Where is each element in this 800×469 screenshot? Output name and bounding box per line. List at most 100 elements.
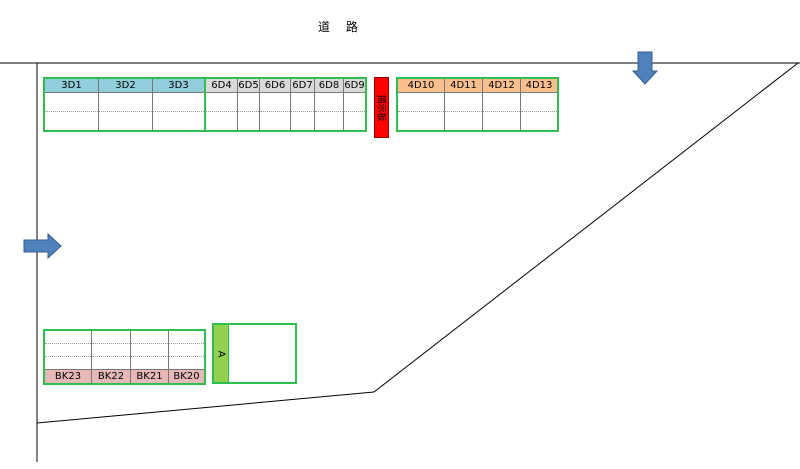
parking-space-label: 6D5: [238, 79, 259, 93]
parking-column: 3D1: [45, 79, 99, 130]
parking-space-cells: [315, 93, 343, 130]
parking-space-cell: [131, 357, 168, 369]
parking-space-label: 6D7: [291, 79, 314, 93]
parking-space-label: BK21: [131, 369, 168, 383]
parking-column: 4D11: [445, 79, 483, 130]
parking-space-label: 3D3: [153, 79, 204, 93]
notice-board-label: 揭示板: [375, 93, 385, 122]
parking-space-cell: [238, 93, 259, 112]
parking-space-cell: [344, 112, 365, 130]
parking-space-cells: [45, 93, 98, 130]
parking-space-cell: [483, 93, 520, 112]
parking-space-cell: [45, 344, 91, 357]
parking-space-cell: [99, 112, 152, 130]
parking-space-cell: [45, 112, 98, 130]
parking-space-cells: [291, 93, 314, 130]
parking-space-cell: [398, 93, 444, 112]
parking-space-cell: [260, 93, 290, 112]
parking-space-cells: [483, 93, 520, 130]
parking-space-cell: [99, 93, 152, 112]
parking-space-cells: [445, 93, 482, 130]
parking-space-label: BK20: [169, 369, 204, 383]
parking-space-cell: [45, 357, 91, 369]
parking-space-cell: [92, 357, 130, 369]
parking-column: BK20: [169, 331, 204, 383]
notice-board: 揭示板: [374, 77, 389, 138]
parking-space-cell: [291, 93, 314, 112]
parking-space-cells: [238, 93, 259, 130]
parking-space-label: 6D4: [206, 79, 237, 93]
parking-column: 3D3: [153, 79, 204, 130]
parking-space-label: BK22: [92, 369, 130, 383]
parking-space-cell: [398, 112, 444, 130]
parking-space-cells: [153, 93, 204, 130]
parking-space-cell: [169, 357, 204, 369]
parking-space-label: 6D9: [344, 79, 365, 93]
parking-column: 6D6: [260, 79, 291, 130]
parking-space-cell: [291, 112, 314, 130]
parking-column: 6D9: [344, 79, 365, 130]
parking-column: 4D13: [521, 79, 557, 130]
parking-column: 4D10: [398, 79, 445, 130]
parking-column: 3D2: [99, 79, 153, 130]
road-label: 道 路: [318, 20, 364, 34]
parking-space-cell: [92, 331, 130, 344]
parking-space-cells: [344, 93, 365, 130]
bottom-boundary-line: [36, 391, 375, 424]
parking-column: 6D4: [206, 79, 238, 130]
parking-space-label: 6D6: [260, 79, 290, 93]
parking-space-cells: [131, 331, 168, 369]
parking-space-cells: [99, 93, 152, 130]
parking-space-cell: [445, 93, 482, 112]
parking-space-cell: [45, 331, 91, 344]
parking-space-label: 4D13: [521, 79, 557, 93]
parking-space-cell: [315, 112, 343, 130]
parking-column: 6D7: [291, 79, 315, 130]
parking-column: BK22: [92, 331, 131, 383]
parking-space-cell: [344, 93, 365, 112]
parking-space-label: 4D12: [483, 79, 520, 93]
parking-space-label: 3D2: [99, 79, 152, 93]
parking-space-label: 6D8: [315, 79, 343, 93]
parking-space-cells: [260, 93, 290, 130]
parking-space-cells: [521, 93, 557, 130]
parking-space-cell: [92, 344, 130, 357]
parking-space-label: 3D1: [45, 79, 98, 93]
parking-space-cell: [153, 93, 204, 112]
parking-space-cells: [398, 93, 444, 130]
parking-space-cell: [206, 112, 237, 130]
parking-space-cell: [131, 331, 168, 344]
parking-space-cell: [153, 112, 204, 130]
parking-space-label: BK23: [45, 369, 91, 383]
arrow-icon: [23, 232, 62, 260]
parking-space-cell: [315, 93, 343, 112]
parking-space-cell: [131, 344, 168, 357]
parking-space-cell: [169, 344, 204, 357]
parking-column: 6D8: [315, 79, 344, 130]
parking-column: BK23: [45, 331, 92, 383]
parking-column: 4D12: [483, 79, 521, 130]
parking-space-cell: [445, 112, 482, 130]
parking-space-cell: [45, 93, 98, 112]
parking-space-cells: [92, 331, 130, 369]
area-a-label: A: [215, 350, 227, 357]
area-a-block: A: [212, 323, 297, 384]
parking-space-cells: [45, 331, 91, 369]
parking-space-cell: [238, 112, 259, 130]
parking-space-label: 4D11: [445, 79, 482, 93]
area-a-strip: A: [214, 325, 229, 382]
parking-space-cell: [521, 112, 557, 130]
arrow-icon: [631, 51, 659, 85]
parking-column: 6D5: [238, 79, 260, 130]
parking-space-cell: [169, 331, 204, 344]
parking-space-cells: [206, 93, 237, 130]
